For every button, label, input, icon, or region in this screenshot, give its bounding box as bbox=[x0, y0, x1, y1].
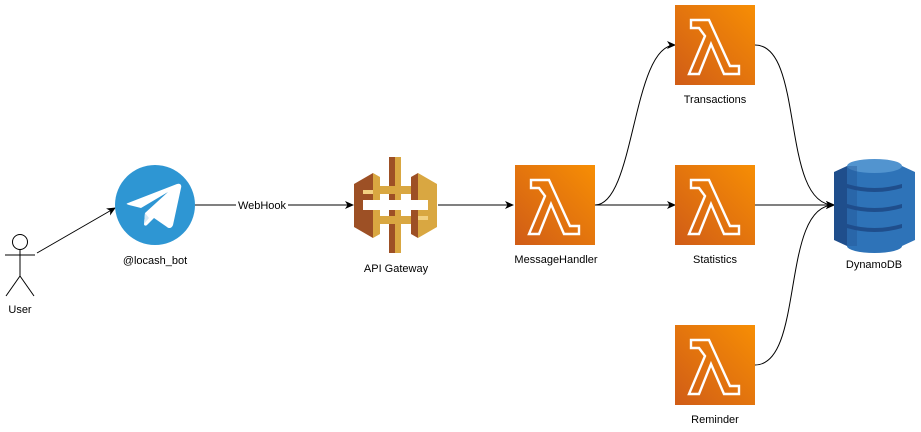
reminder-label: Reminder bbox=[691, 414, 739, 426]
statistics-node[interactable]: Statistics bbox=[675, 165, 755, 266]
edge-label-webhook: WebHook bbox=[238, 200, 287, 212]
bot-label: @locash_bot bbox=[123, 255, 187, 267]
dynamodb-node[interactable]: DynamoDB bbox=[834, 159, 915, 271]
dynamodb-label: DynamoDB bbox=[846, 259, 902, 271]
transactions-label: Transactions bbox=[684, 94, 747, 106]
user-node[interactable]: User bbox=[5, 234, 35, 317]
handler-label: MessageHandler bbox=[514, 254, 597, 266]
edges: WebHook bbox=[36, 41, 835, 366]
transactions-node[interactable]: Transactions bbox=[675, 5, 755, 106]
edge-user-to-bot[interactable] bbox=[36, 207, 116, 254]
handler-node[interactable]: MessageHandler bbox=[514, 165, 598, 266]
gateway-node[interactable]: API Gateway bbox=[354, 157, 437, 275]
user-label: User bbox=[8, 304, 32, 316]
telegram-icon bbox=[115, 165, 195, 245]
lambda-icon bbox=[675, 325, 755, 405]
lambda-icon bbox=[675, 5, 755, 85]
reminder-node[interactable]: Reminder bbox=[675, 325, 755, 426]
edge-label-bg bbox=[236, 198, 288, 212]
lambda-icon bbox=[675, 165, 755, 245]
statistics-label: Statistics bbox=[693, 254, 738, 266]
edge-handler-to-transactions[interactable] bbox=[594, 41, 676, 206]
bot-node[interactable]: @locash_bot bbox=[115, 165, 195, 267]
edge-reminder-to-dynamodb[interactable] bbox=[754, 201, 835, 366]
stick-figure-actor-icon bbox=[5, 234, 35, 297]
edge-transactions-to-dynamodb[interactable] bbox=[754, 44, 835, 209]
lambda-icon bbox=[515, 165, 595, 245]
dynamodb-icon bbox=[834, 159, 915, 253]
api-gateway-icon bbox=[354, 157, 437, 253]
gateway-label: API Gateway bbox=[364, 263, 429, 275]
